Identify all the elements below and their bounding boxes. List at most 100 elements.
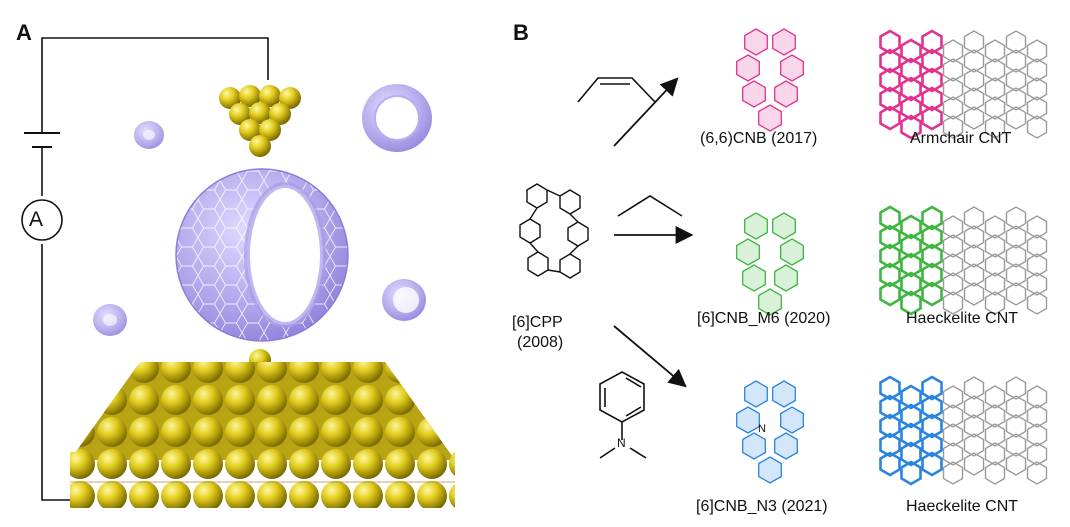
nanobelt-ring [175,168,349,342]
tube-cell [963,225,985,249]
tube-cell [921,48,943,74]
tube-cell [942,215,964,239]
tube-cell [1026,461,1048,485]
tube-cell [1026,39,1048,63]
tube-cell [1005,263,1027,287]
belt-ring [780,406,804,434]
tube-cell [942,96,964,120]
tube-cell [921,262,943,288]
tube-cell [921,451,943,477]
tube-cell [1005,244,1027,268]
tube-cell [963,244,985,268]
belt-ring [744,212,768,240]
belt-ring [758,456,782,484]
belt-ring [774,264,798,292]
tube-cell [1026,385,1048,409]
tube-cell [942,77,964,101]
tube-cell [921,432,943,458]
tube-cell [921,105,943,131]
panel-b-label: B [513,20,529,45]
tube-cell [900,38,922,64]
tube-cell [1026,58,1048,82]
belt-ring [772,380,796,408]
tube-cell [900,384,922,410]
tube-cell [900,441,922,467]
tube-cell [1026,272,1048,296]
tube-cell [900,114,922,140]
tube-cell [1026,404,1048,428]
tube-cell [879,67,901,93]
product-1-nanotube: Armchair CNT [910,130,1012,147]
belt-ring [774,432,798,460]
tube-cell [1005,395,1027,419]
tube-cell [900,76,922,102]
reagent-nitrogen-label: N [617,436,626,450]
nanobelt-structure-2 [736,212,804,316]
belt-ring [742,264,766,292]
belt-ring [744,28,768,56]
tube-cell [963,433,985,457]
tube-cell [984,404,1006,428]
tube-cell [1005,106,1027,130]
tube-cell [1005,376,1027,400]
cpp-structure-icon [519,183,589,279]
tube-cell [900,57,922,83]
tube-cell [942,58,964,82]
ammeter-icon [21,199,63,241]
tube-cell [942,291,964,315]
belt-ring [744,380,768,408]
tube-cell [921,224,943,250]
tube-cell [900,95,922,121]
tube-cell [942,423,964,447]
tube-cell [942,404,964,428]
tube-cell [984,461,1006,485]
tube-cell [900,271,922,297]
floating-ring-right [382,279,426,321]
tube-cell [963,282,985,306]
tube-cell [900,214,922,240]
tube-cell [963,263,985,287]
belt-ring [742,432,766,460]
tube-cell [942,234,964,258]
tube-cell [984,215,1006,239]
tube-cell [879,281,901,307]
tube-cell [921,243,943,269]
tube-cell [1005,225,1027,249]
tube-cell [1005,68,1027,92]
tube-cell [879,105,901,131]
tube-cell [984,96,1006,120]
floating-ring-small-left [134,121,164,149]
floating-ring-lower-left [93,304,127,336]
tube-cell [963,87,985,111]
tube-cell [879,224,901,250]
tube-cell [984,291,1006,315]
tube-cell [1005,87,1027,111]
tube-cell [921,205,943,231]
tube-cell [1005,414,1027,438]
tube-cell [1005,433,1027,457]
dimethylaniline-icon [599,371,647,459]
tube-cell [963,106,985,130]
belt-ring [736,406,760,434]
circuit-wire [41,37,269,501]
nanotube-structure-3 [879,375,1048,486]
tube-cell [900,290,922,316]
tube-cell [879,86,901,112]
tube-cell [963,376,985,400]
tube-cell [984,58,1006,82]
tube-cell [942,253,964,277]
tube-cell [1026,215,1048,239]
tube-cell [1026,442,1048,466]
tube-cell [963,414,985,438]
tube-cell [942,461,964,485]
ammeter-symbol: A [29,208,44,231]
tube-cell [921,86,943,112]
tube-cell [984,253,1006,277]
belt-ring [772,212,796,240]
tube-cell [963,49,985,73]
belt-ring [780,238,804,266]
tube-cell [879,29,901,55]
tube-cell [963,452,985,476]
belt-ring [736,54,760,82]
